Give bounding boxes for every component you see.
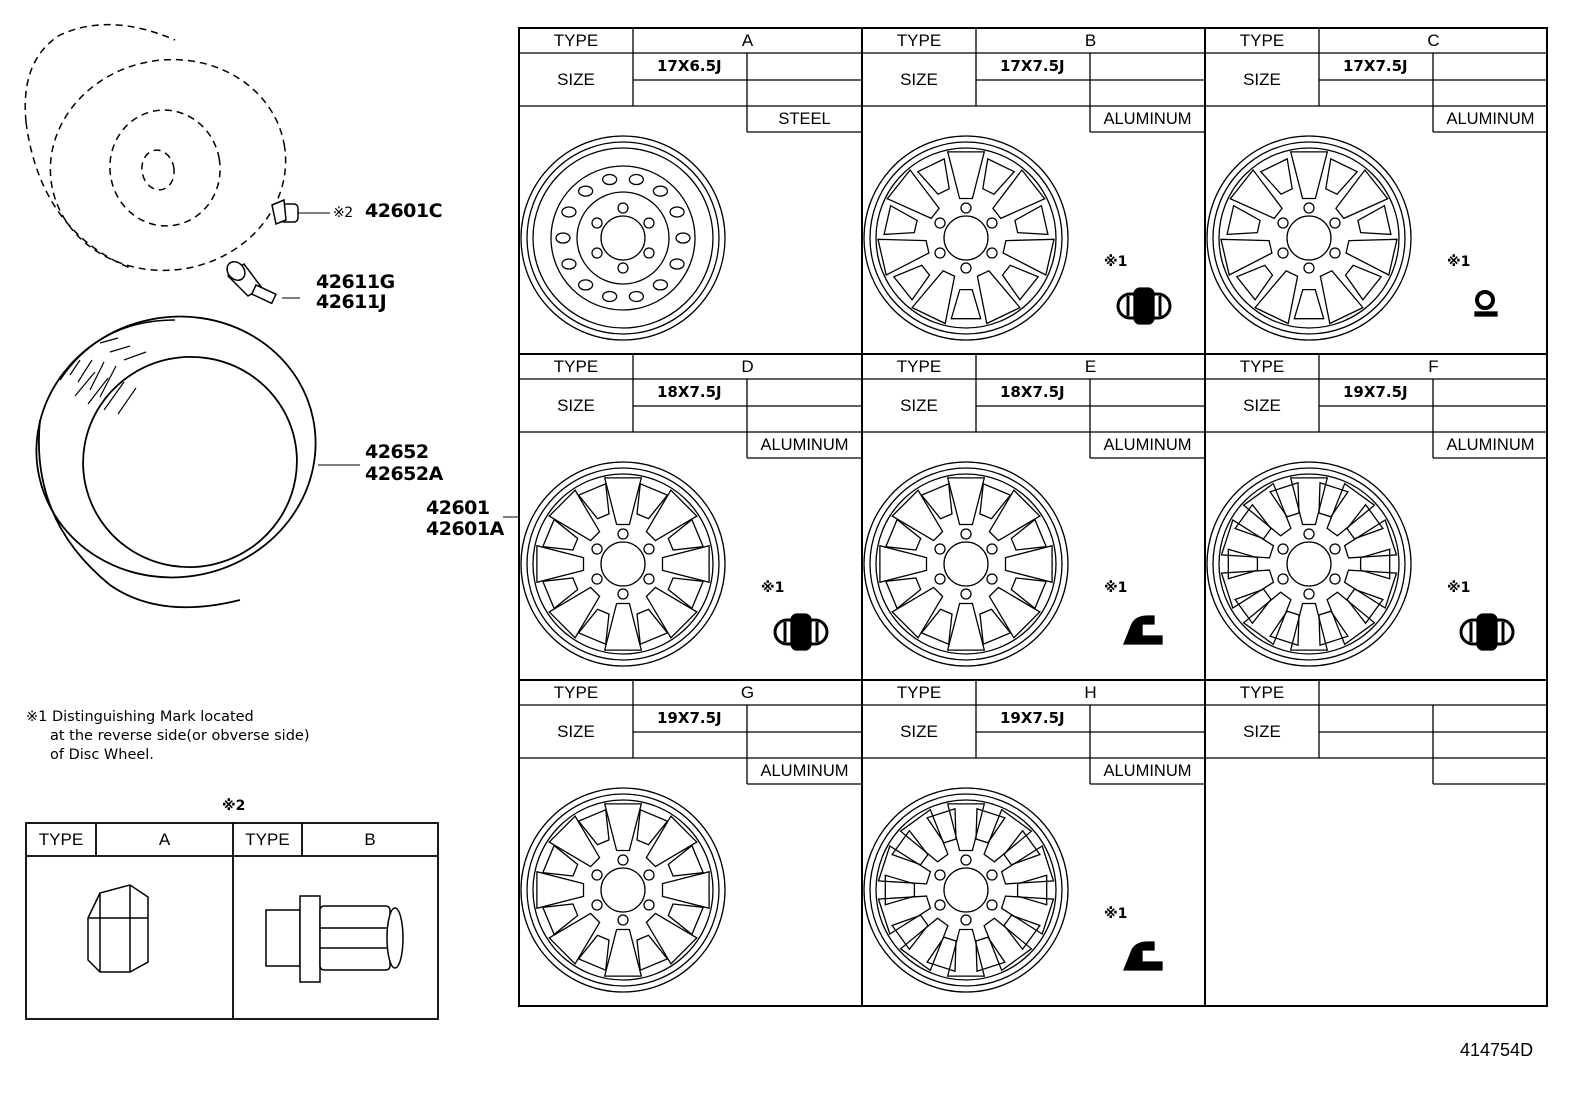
lug-nut-mark: ※2 bbox=[333, 205, 353, 221]
nut-table-type-b: B bbox=[364, 830, 376, 849]
size-header: SIZE bbox=[900, 396, 938, 415]
wheel-size: 19X7.5J bbox=[657, 709, 722, 727]
wheel-material: STEEL bbox=[778, 110, 831, 128]
type-header: TYPE bbox=[1239, 683, 1285, 702]
size-header: SIZE bbox=[557, 70, 595, 89]
nut-table-type-a: A bbox=[158, 830, 171, 849]
wheel-E-drawing[interactable] bbox=[863, 461, 1069, 667]
nut-type-a-drawing bbox=[87, 884, 149, 973]
distinguishing-mark-label: ※1 bbox=[1104, 906, 1128, 922]
spare-wheel-outline bbox=[24, 23, 287, 272]
type-header: TYPE bbox=[553, 357, 599, 376]
note-line-1: ※1 Distinguishing Mark located bbox=[26, 709, 254, 725]
wheel-size: 18X7.5J bbox=[1000, 383, 1065, 401]
wheel-C-drawing[interactable] bbox=[1206, 135, 1412, 341]
circle-q-icon bbox=[1474, 290, 1498, 317]
type-header: TYPE bbox=[1239, 31, 1285, 50]
size-header: SIZE bbox=[1243, 396, 1281, 415]
wheel-size: 18X7.5J bbox=[657, 383, 722, 401]
wheel-part-number-2[interactable]: 42601A bbox=[426, 518, 504, 540]
tire-part bbox=[35, 315, 360, 609]
wheel-type-D: D bbox=[741, 357, 754, 376]
wheel-material: ALUMINUM bbox=[1103, 762, 1192, 780]
nut-type-b-drawing bbox=[265, 895, 404, 983]
wheel-A-drawing[interactable] bbox=[520, 135, 726, 341]
note-line-3: of Disc Wheel. bbox=[50, 747, 154, 763]
wheel-size: 19X7.5J bbox=[1343, 383, 1408, 401]
nut-table-type-header-a: TYPE bbox=[38, 830, 84, 849]
type-header: TYPE bbox=[896, 31, 942, 50]
wheel-F-drawing[interactable] bbox=[1206, 461, 1412, 667]
wheel-H-drawing[interactable] bbox=[863, 787, 1069, 993]
wheel-D-drawing[interactable] bbox=[520, 461, 726, 667]
wheel-type-G: G bbox=[740, 683, 755, 702]
wheel-part-number-1[interactable]: 42601 bbox=[426, 497, 490, 519]
wheel-material: ALUMINUM bbox=[760, 762, 849, 780]
wheel-type-E: E bbox=[1084, 357, 1097, 376]
wheel-type-F: F bbox=[1428, 357, 1439, 376]
boot-icon bbox=[1123, 941, 1163, 971]
wheel-size: 17X7.5J bbox=[1000, 57, 1065, 75]
tire-part-number-1[interactable]: 42652 bbox=[365, 441, 429, 463]
double-disc-icon bbox=[1116, 287, 1172, 325]
wheel-type-A: A bbox=[741, 31, 754, 50]
wheel-size: 17X7.5J bbox=[1343, 57, 1408, 75]
size-header: SIZE bbox=[557, 722, 595, 741]
wheel-material: ALUMINUM bbox=[760, 436, 849, 454]
type-header: TYPE bbox=[1239, 357, 1285, 376]
diagram-id: 414754D bbox=[1460, 1040, 1534, 1060]
wheel-type-H: H bbox=[1084, 683, 1097, 702]
double-disc-icon bbox=[1459, 613, 1515, 651]
distinguishing-mark-label: ※1 bbox=[1104, 580, 1128, 596]
size-header: SIZE bbox=[1243, 70, 1281, 89]
boot-icon bbox=[1123, 615, 1163, 645]
tire-part-number-2[interactable]: 42652A bbox=[365, 463, 443, 485]
valve-part-number-1[interactable]: 42611G bbox=[316, 271, 395, 293]
wheel-type-B: B bbox=[1084, 31, 1097, 50]
wheel-material: ALUMINUM bbox=[1103, 436, 1192, 454]
wheel-material: ALUMINUM bbox=[1446, 436, 1535, 454]
wheel-B-drawing[interactable] bbox=[863, 135, 1069, 341]
distinguishing-mark-label: ※1 bbox=[1447, 254, 1471, 270]
wheel-size: 19X7.5J bbox=[1000, 709, 1065, 727]
size-header: SIZE bbox=[557, 396, 595, 415]
nut-table-mark: ※2 bbox=[222, 798, 246, 814]
note-line-2: at the reverse side(or obverse side) bbox=[50, 728, 310, 744]
lug-nut-part bbox=[271, 198, 330, 226]
type-header: TYPE bbox=[553, 31, 599, 50]
wheel-G-drawing[interactable] bbox=[520, 787, 726, 993]
wheel-material: ALUMINUM bbox=[1103, 110, 1192, 128]
nut-table-type-header-b: TYPE bbox=[245, 830, 290, 849]
double-disc-icon bbox=[773, 613, 829, 651]
distinguishing-mark-label: ※1 bbox=[1104, 254, 1128, 270]
valve-part-number-2[interactable]: 42611J bbox=[316, 291, 387, 313]
lug-nut-part-number[interactable]: 42601C bbox=[365, 200, 443, 222]
size-header: SIZE bbox=[900, 722, 938, 741]
type-header: TYPE bbox=[896, 683, 942, 702]
wheel-size: 17X6.5J bbox=[657, 57, 722, 75]
valve-part bbox=[226, 261, 300, 305]
distinguishing-mark-label: ※1 bbox=[761, 580, 785, 596]
distinguishing-mark-label: ※1 bbox=[1447, 580, 1471, 596]
wheel-material: ALUMINUM bbox=[1446, 110, 1535, 128]
type-header: TYPE bbox=[896, 357, 942, 376]
size-header: SIZE bbox=[1243, 722, 1281, 741]
type-header: TYPE bbox=[553, 683, 599, 702]
wheel-type-C: C bbox=[1427, 31, 1440, 50]
size-header: SIZE bbox=[900, 70, 938, 89]
